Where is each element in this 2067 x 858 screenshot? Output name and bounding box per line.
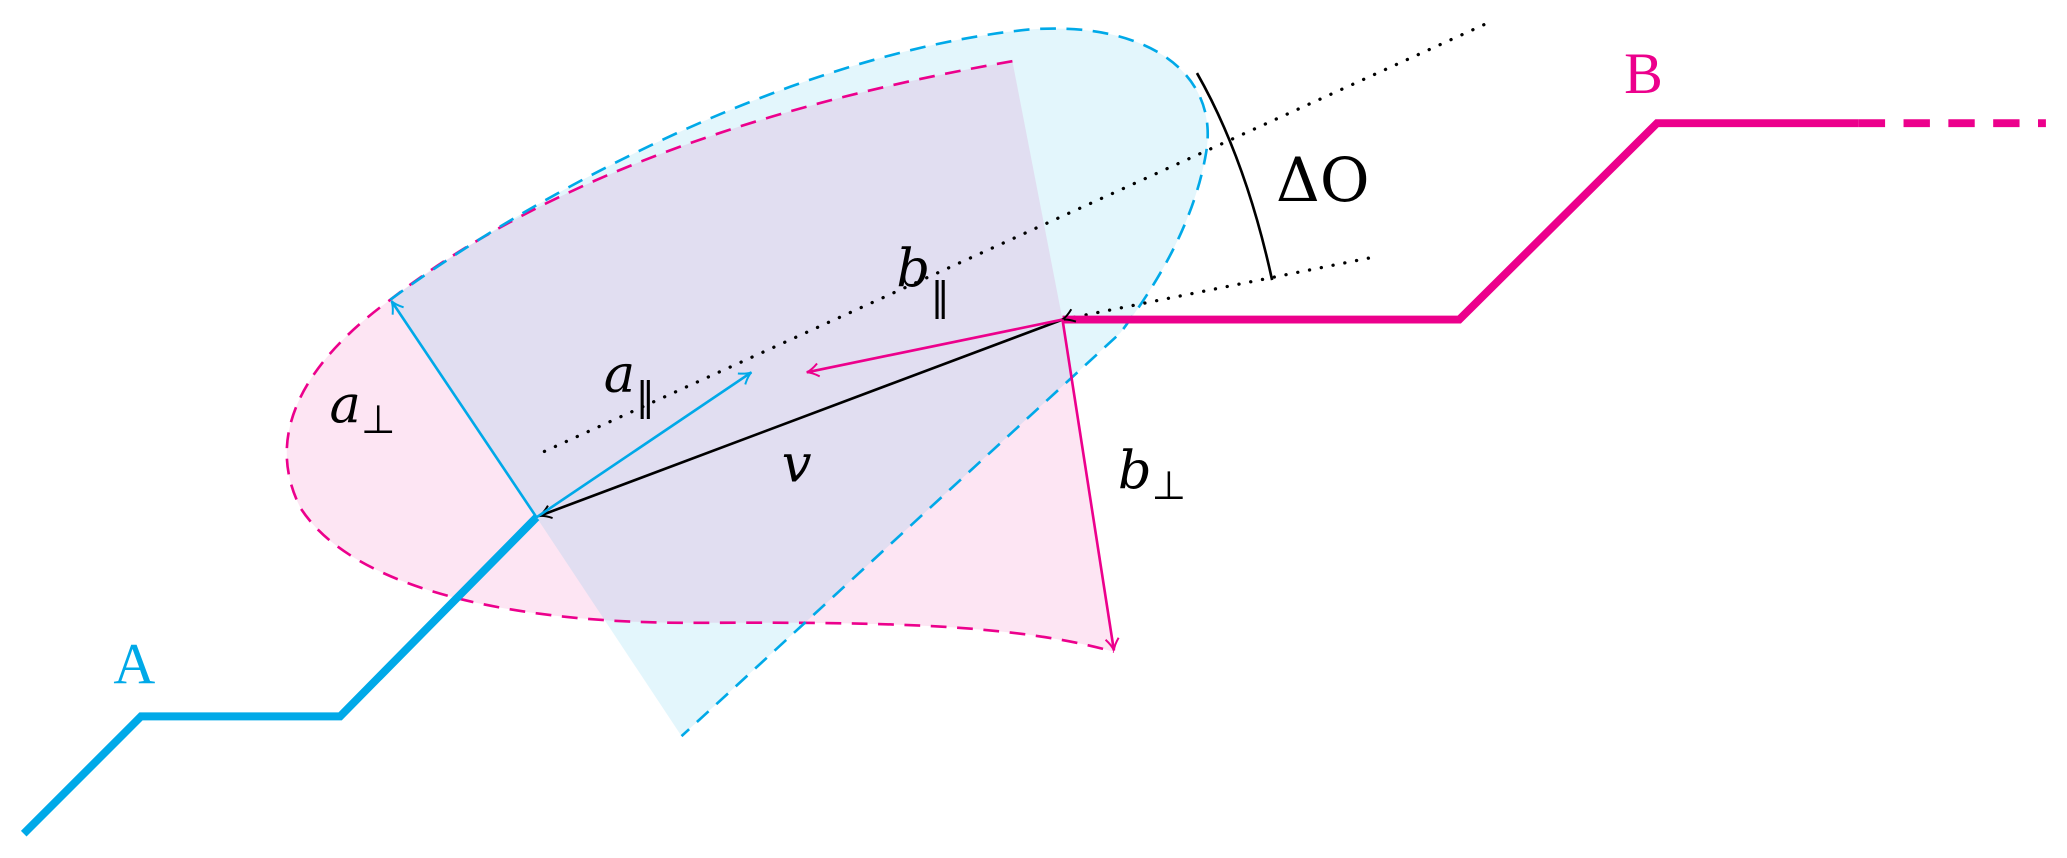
vector-b-perp	[1061, 319, 1120, 651]
vector-a-parallel	[535, 371, 753, 519]
path-a	[20, 514, 540, 837]
label-b-perp: b⊥	[1118, 440, 1186, 509]
label-b-parallel: b∥	[896, 239, 950, 321]
pink-dashed-boundary	[285, 59, 1115, 654]
label-delta-o: ΔO	[1276, 146, 1369, 216]
vector-v	[538, 308, 1077, 519]
dotted-axis-b	[1060, 255, 1373, 322]
vector-b-parallel	[806, 318, 1063, 378]
vector-a-perp	[390, 300, 538, 519]
label-v: v	[782, 434, 812, 495]
label-a-perp: a⊥	[330, 374, 396, 443]
label-a-parallel: a∥	[604, 344, 655, 420]
path-b	[1062, 119, 1859, 324]
angle-arc	[1195, 72, 1274, 281]
label-a: A	[113, 631, 155, 696]
label-b: B	[1624, 41, 1663, 106]
